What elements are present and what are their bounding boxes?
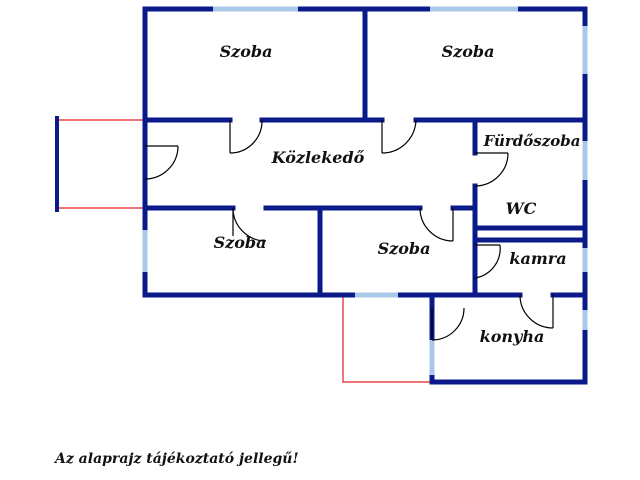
room-label-konyha: konyha (480, 327, 545, 346)
room-label-szoba-nw: Szoba (220, 42, 273, 61)
windows (142, 6, 588, 375)
south-terrace (342, 297, 432, 383)
west-terrace (55, 116, 143, 212)
room-label-kozlekedo: Közlekedő (271, 148, 365, 167)
room-label-wc: WC (506, 199, 537, 218)
room-labels: Szoba Szoba Közlekedő Fürdőszoba WC Szob… (214, 42, 581, 346)
room-label-szoba-sw: Szoba (214, 233, 267, 252)
room-label-szoba-s: Szoba (378, 239, 431, 258)
doors (144, 119, 554, 341)
room-label-kamra: kamra (509, 249, 566, 268)
room-label-szoba-ne: Szoba (442, 42, 495, 61)
room-label-furdoszoba: Fürdőszoba (483, 132, 581, 150)
disclaimer-note: Az alaprajz tájékoztató jellegű! (55, 451, 299, 467)
